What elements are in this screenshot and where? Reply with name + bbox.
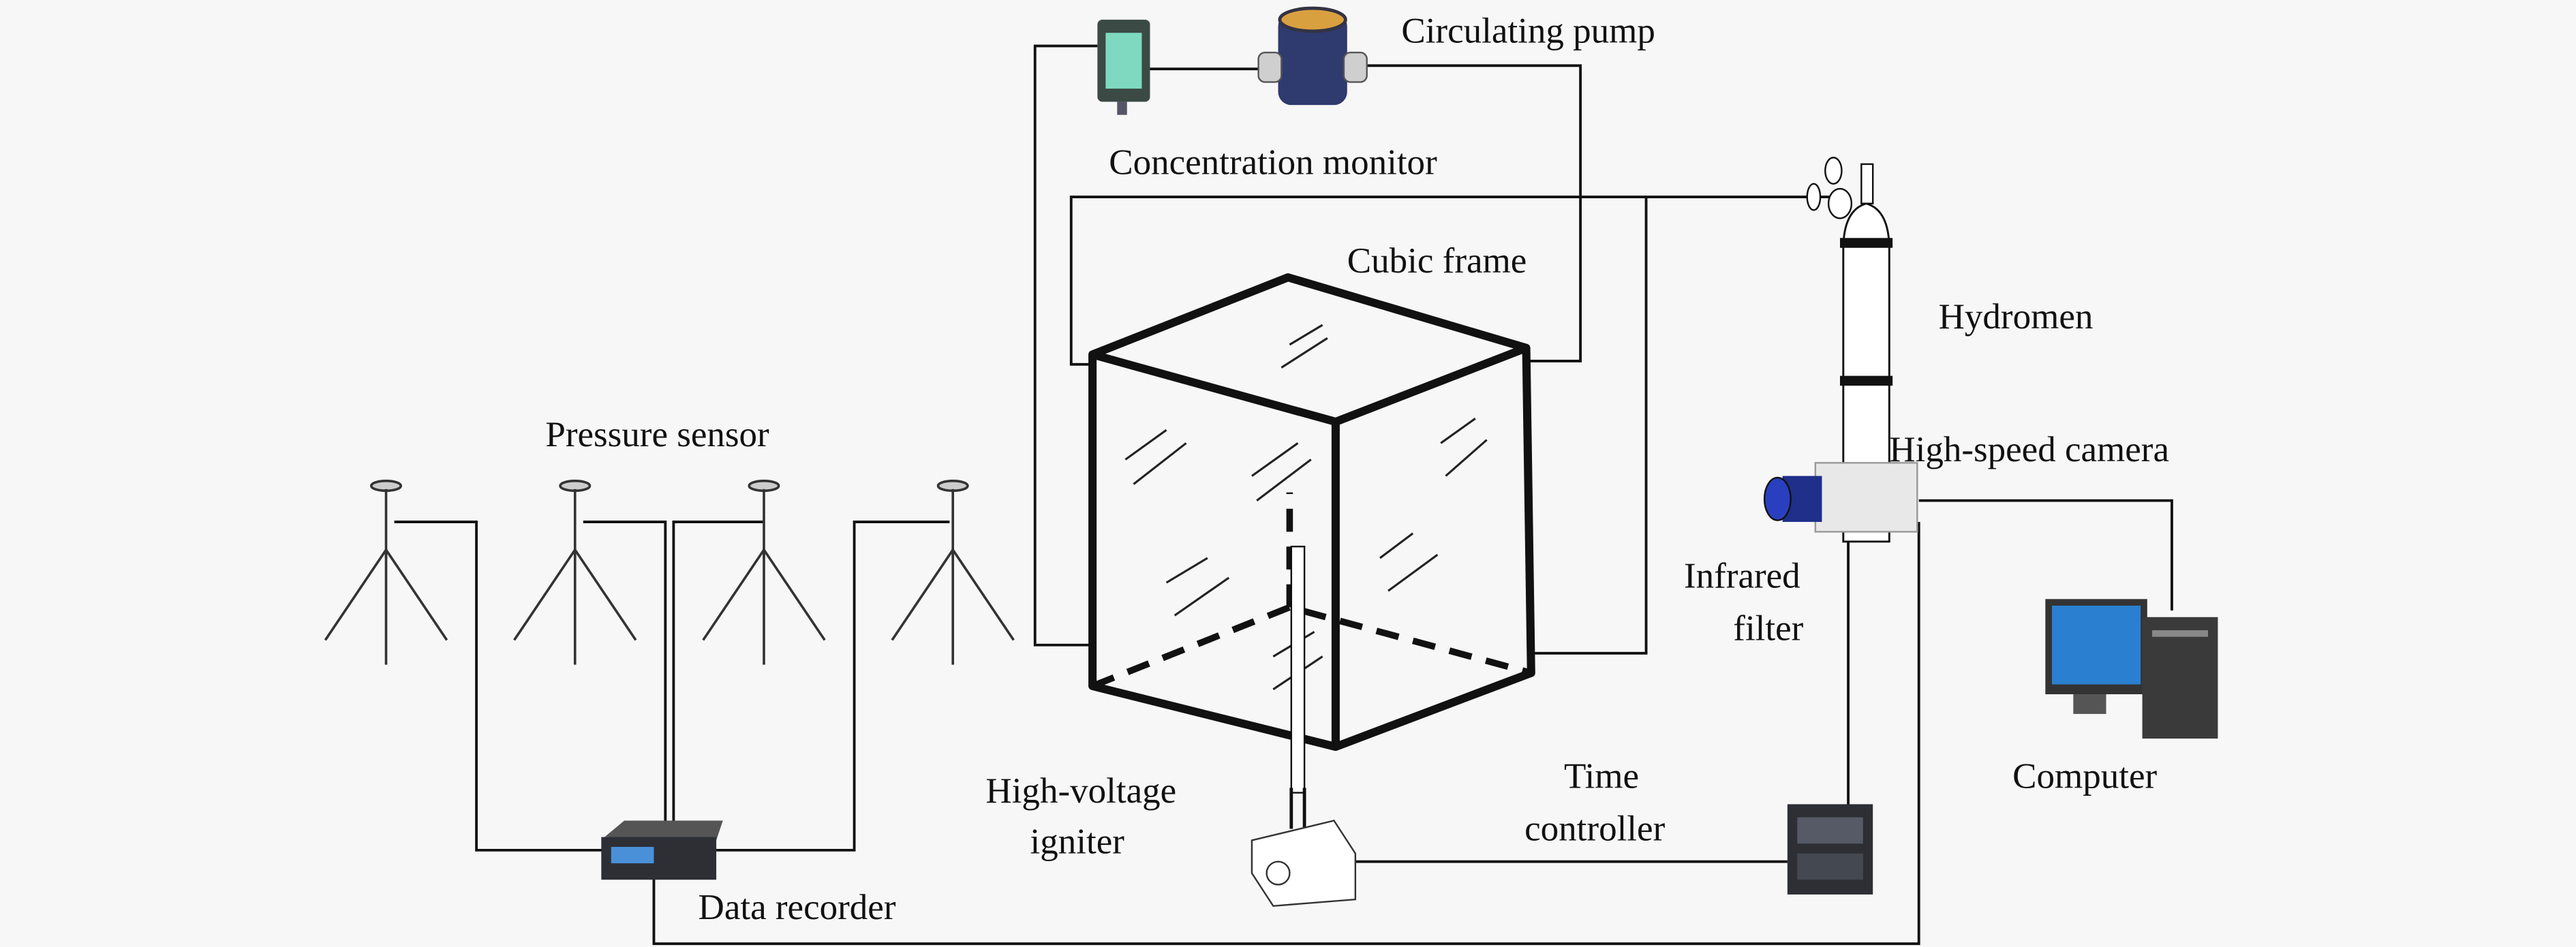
label-hydromen: Hydromen [1939, 297, 2094, 337]
label-cubic-frame: Cubic frame [1347, 241, 1527, 281]
igniter-electrode [1290, 545, 1306, 794]
label-infrared-filter-line2: filter [1733, 609, 1803, 649]
label-time-controller-line1: Time [1564, 756, 1639, 796]
cubic-frame [1088, 273, 1535, 794]
label-time-controller-line2: controller [1524, 809, 1665, 848]
circulating-pump-device [1257, 6, 1368, 106]
glass-reflection-marks [1124, 324, 1488, 691]
hydrogen-cylinder [1806, 157, 1893, 543]
computer-device [2045, 599, 2218, 739]
pressure-sensor-1 [324, 480, 448, 665]
label-data-recorder: Data recorder [699, 888, 896, 927]
pressure-sensor-4 [891, 480, 1015, 665]
pressure-sensor-3 [702, 480, 826, 665]
data-recorder-device [601, 820, 723, 880]
label-computer: Computer [2012, 756, 2157, 796]
label-pressure-sensor: Pressure sensor [545, 415, 769, 454]
concentration-monitor-device [1097, 19, 1150, 115]
label-igniter-line1: High-voltage [985, 771, 1176, 811]
high-speed-camera-device [1763, 462, 1918, 533]
time-controller-device [1787, 804, 1873, 895]
connection-lines [394, 44, 2173, 946]
pressure-sensor-tripods [324, 480, 1015, 665]
label-infrared-filter-line1: Infrared [1684, 556, 1800, 595]
label-concentration-monitor: Concentration monitor [1109, 142, 1437, 182]
label-circulating-pump: Circulating pump [1401, 12, 1655, 51]
pressure-sensor-2 [513, 480, 637, 665]
label-high-speed-camera: High-speed camera [1889, 430, 2169, 469]
label-igniter-line2: igniter [1030, 822, 1125, 862]
high-voltage-igniter-device [1251, 788, 1357, 907]
